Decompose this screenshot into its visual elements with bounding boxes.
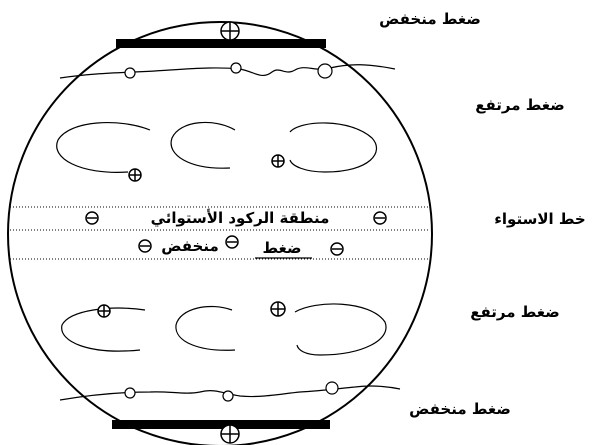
north-polar-low-icon [221,22,239,40]
north-front-line [60,65,395,78]
low-icon [86,212,98,224]
south-polar-bar [112,420,330,429]
low-icon [139,240,151,252]
label-doldrums: منطقة الركود الأستوائي [151,209,330,227]
low-icon [374,212,386,224]
north-polar-bar [116,39,326,48]
earth-circle [8,22,432,445]
label-top-low: ضغط منخفض [379,10,481,28]
high-icon [129,169,141,181]
label-north-high: ضغط مرتفع [475,96,565,114]
low-icon [226,236,238,248]
high-icon [271,302,285,316]
north-circulation-cells [57,122,377,172]
label-bottom-low: ضغط منخفض [409,400,511,418]
low-icon [331,243,343,255]
label-equator: خط الاستواء [494,210,586,228]
high-icon [272,155,284,167]
label-equatorial-low-1: منخفض [161,237,218,255]
high-icon [98,305,110,317]
south-polar-low-icon [221,425,239,443]
label-south-high: ضغط مرتفع [470,303,560,321]
high-pressure-symbols [98,22,285,443]
label-equatorial-low-2: ضغط [262,239,301,257]
